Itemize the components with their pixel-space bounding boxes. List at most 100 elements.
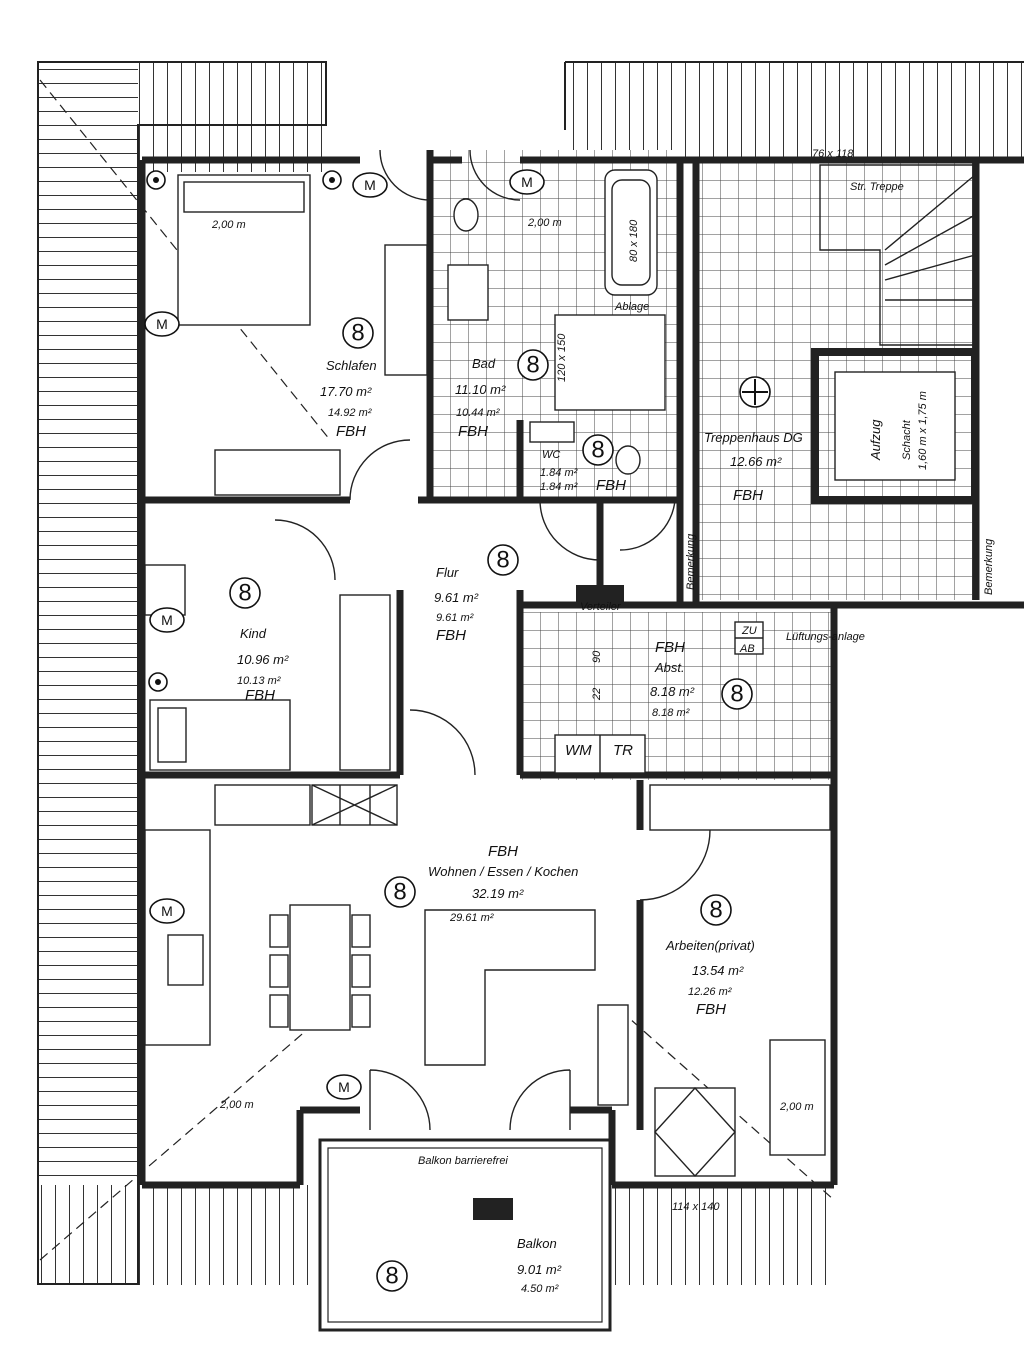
plan-label: 29.61 m² [449,912,494,924]
plan-label: 8 [730,681,743,708]
plan-label: FBH [733,487,763,504]
plan-label: 1.84 m² [540,467,578,479]
plan-label: M [338,1079,350,1095]
m-marker: M [326,1074,362,1100]
roof-area [37,61,1024,1285]
plan-label: 17.70 m² [320,384,372,399]
room-wc: 8 WC 1.84 m² 1.84 m² FBH [540,434,626,494]
plan-label: 12.66 m² [730,454,782,469]
m-marker: M [149,898,185,924]
plan-label: Treppenhaus DG [704,430,803,445]
plan-label: FBH [696,1001,726,1018]
plan-label: FBH [436,627,466,644]
plan-label: Flur [436,565,459,580]
plan-label: Str. Treppe [850,181,904,193]
labels: 76 x 118 Str. Treppe 2,00 m 2,00 m 80 x … [211,148,995,1213]
plan-label: 2,00 m [779,1101,814,1113]
plan-label: Schlafen [326,358,377,373]
plan-label: 2,00 m [219,1099,254,1111]
plan-label: Ablage [614,301,649,313]
plan-label: WC [542,449,560,461]
plan-label: Bemerkung [983,538,995,595]
plan-label: 4.50 m² [521,1283,559,1295]
plan-label: 8 [393,879,406,906]
plan-label: M [156,316,168,332]
plan-label: FBH [655,639,685,656]
plan-label: M [521,174,533,190]
plan-label: Balkon barrierefrei [418,1155,508,1167]
plan-label: 8 [385,1263,398,1290]
room-kind: 8 Kind 10.96 m² 10.13 m² FBH [229,577,289,704]
plan-label: Verteiler [580,601,622,613]
plan-label: 8 [496,547,509,574]
plan-label: 10.44 m² [456,407,500,419]
plan-label: Aufzug [868,419,883,461]
plan-label: 10.13 m² [237,675,281,687]
plan-label: 14.92 m² [328,407,372,419]
m-marker: M [144,311,180,337]
plan-label: Balkon [517,1236,557,1251]
plan-label: Lüftungs-anlage [786,631,865,643]
m-marker: M [352,172,388,198]
plan-label: 2,00 m [527,217,562,229]
plan-label: 114 x 140 [672,1201,720,1213]
dining-table [289,904,351,1031]
plan-label: TR [613,742,633,759]
plan-label: M [364,177,376,193]
room-treppenhaus: Treppenhaus DG 12.66 m² FBH [704,376,803,504]
plan-label: Schacht [901,419,913,460]
plan-label: 22 [591,688,603,701]
shower [554,314,666,411]
plan-label: 8 [526,352,539,379]
plan-label: M [161,903,173,919]
plan-label: Arbeiten(privat) [665,938,755,953]
plan-label: 1.84 m² [540,481,578,493]
m-marker: M [509,169,545,195]
room-balkon: 8 Balkon barrierefrei Balkon 9.01 m² 4.5… [376,1155,562,1295]
room-bad: 8 Bad 11.10 m² 10.44 m² FBH [455,349,549,440]
plan-label: 80 x 180 [628,219,640,262]
walls [138,150,1024,1189]
plan-label: 1,60 m x 1,75 m [917,391,929,470]
plan-label: ZU [741,625,757,637]
staircase [819,164,976,346]
plan-label: FBH [336,423,366,440]
plan-label: Wohnen / Essen / Kochen [428,864,578,879]
sofa [424,909,596,1066]
plan-label: 8 [351,320,364,347]
plan-label: 8 [591,437,604,464]
plan-label: 13.54 m² [692,963,744,978]
plan-label: M [161,612,173,628]
room-schlafen: 8 Schlafen 17.70 m² 14.92 m² FBH [320,317,377,440]
plan-label: 32.19 m² [472,886,524,901]
plan-label: 11.10 m² [455,382,506,397]
balcony [318,1138,612,1332]
elevator-shaft [811,348,979,504]
furniture [144,164,979,1332]
plan-label: 8 [709,897,722,924]
plan-label: 8.18 m² [652,707,690,719]
plan-label: Bad [472,356,496,371]
plan-label: Bemerkung [685,533,697,590]
plan-label: FBH [245,687,275,704]
plan-label: AB [739,643,755,655]
m-marker: M [149,607,185,633]
room-abst: 8 FBH Abst. 8.18 m² 8.18 m² [650,639,753,719]
plan-label: FBH [596,477,626,494]
plan-label: 8 [238,580,251,607]
room-wohnen: 8 FBH Wohnen / Essen / Kochen 32.19 m² 2… [384,843,578,924]
plan-label: 9.61 m² [434,590,479,605]
m-markers: M M M M M M [144,169,545,1100]
plan-label: 9.61 m² [436,612,474,624]
plan-label: Abst. [654,660,685,675]
plan-label: 2,00 m [211,219,246,231]
plan-label: FBH [458,423,488,440]
plan-label: 12.26 m² [688,986,732,998]
plan-label: 120 x 150 [556,333,568,382]
plan-label: Kind [240,626,267,641]
room-flur: 8 Flur 9.61 m² 9.61 m² FBH [434,544,519,644]
doors [274,149,711,1131]
room-arbeiten: 8 Arbeiten(privat) 13.54 m² 12.26 m² FBH [665,894,755,1018]
plan-label: 8.18 m² [650,684,695,699]
